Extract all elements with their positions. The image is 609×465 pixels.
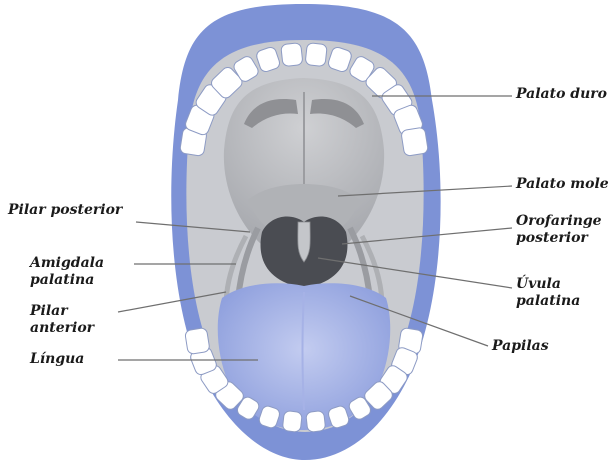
upper-tooth-7 bbox=[305, 43, 327, 67]
upper-tooth-6 bbox=[281, 43, 303, 67]
label-papilas: Papilas bbox=[492, 338, 549, 355]
label-orofaringe-posterior: Orofaringe posterior bbox=[516, 213, 602, 247]
label-pilar-posterior: Pilar posterior bbox=[8, 202, 122, 219]
label-palato-duro: Palato duro bbox=[516, 86, 607, 103]
upper-tooth-13 bbox=[401, 127, 429, 156]
label-pilar-anterior: Pilar anterior bbox=[30, 303, 94, 337]
label-palato-mole: Palato mole bbox=[516, 176, 609, 193]
label-uvula-palatina: Úvula palatina bbox=[516, 276, 580, 310]
lower-tooth-6 bbox=[306, 411, 326, 433]
lower-tooth-7 bbox=[282, 411, 302, 433]
label-amigdala-palatina: Amigdala palatina bbox=[30, 255, 104, 289]
lower-tooth-13 bbox=[185, 327, 210, 354]
label-lingua: Língua bbox=[30, 351, 84, 368]
